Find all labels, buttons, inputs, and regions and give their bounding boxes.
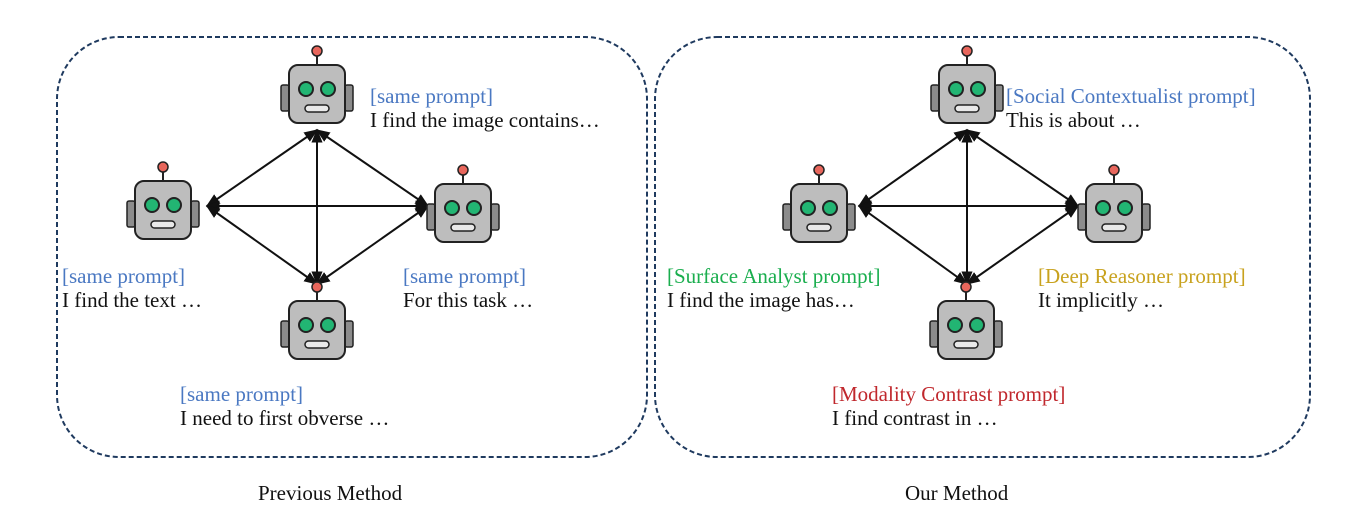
agent-response: I need to first obverse … [180,406,390,430]
previous-method-caption: Previous Method [258,481,403,505]
edge-right-bottom [315,205,430,285]
ours-right-label: [Deep Reasoner prompt] It implicitly … [1038,264,1246,312]
agent-response: I find the image contains… [370,108,600,132]
prompt-tag: [Surface Analyst prompt] [667,264,881,288]
our-method-panel [654,36,1311,458]
previous-right-label: [same prompt] For this task … [403,264,533,312]
robot-icon [1077,164,1151,243]
robot-icon [280,45,354,124]
edge-top-right [315,129,430,207]
previous-method-edges [205,128,430,286]
robot-icon [929,281,1003,360]
prompt-tag: [same prompt] [62,264,186,288]
prompt-tag: [Social Contextualist prompt] [1006,84,1256,108]
our-method-caption: Our Method [905,481,1009,505]
edge-top-right [965,129,1080,207]
robot-icon [280,281,354,360]
robot-icon [426,164,500,243]
prompt-tag: [Deep Reasoner prompt] [1038,264,1246,288]
agent-response: It implicitly … [1038,288,1164,312]
previous-left-label: [same prompt] I find the text … [62,264,202,312]
ours-top-label: [Social Contextualist prompt] This is ab… [1006,84,1256,132]
edge-left-bottom [857,205,969,285]
edge-left-bottom [205,205,319,285]
agent-response: I find the image has… [667,288,855,312]
edge-top-left [205,129,319,207]
our-method-edges [857,128,1080,286]
robot-icon [930,45,1004,124]
edge-right-bottom [965,205,1080,285]
ours-bottom-label: [Modality Contrast prompt] I find contra… [832,382,1065,430]
robot-icon [126,161,200,240]
agent-response: This is about … [1006,108,1141,132]
previous-top-label: [same prompt] I find the image contains… [370,84,600,132]
edge-top-left [857,129,969,207]
prompt-tag: [same prompt] [180,382,304,406]
agent-response: I find the text … [62,288,202,312]
agent-response: For this task … [403,288,534,312]
prompt-tag: [same prompt] [370,84,494,108]
prompt-tag: [same prompt] [403,264,527,288]
robot-icon [782,164,856,243]
previous-method-panel [56,36,648,458]
prompt-tag: [Modality Contrast prompt] [832,382,1066,406]
previous-bottom-label: [same prompt] I need to first obverse … [180,382,389,430]
ours-left-label: [Surface Analyst prompt] I find the imag… [667,264,880,312]
agent-response: I find contrast in … [832,406,998,430]
